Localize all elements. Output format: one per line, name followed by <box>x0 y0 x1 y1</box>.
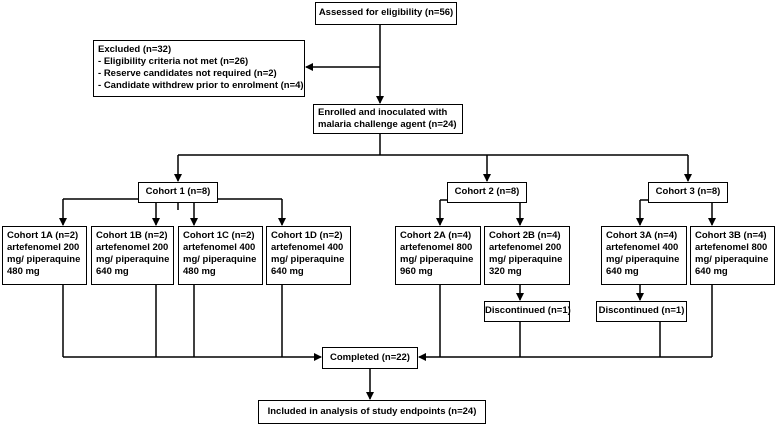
cohort-3b-dose: artefenomel 800 <box>695 242 768 253</box>
cohort-2a-title: Cohort 2A (n=4) <box>400 230 472 241</box>
cohort-3a-box: Cohort 3A (n=4) artefenomel 400 mg/ pipe… <box>601 226 687 285</box>
excluded-title: Excluded (n=32) <box>98 44 172 55</box>
cohort-1a-dose: 480 mg <box>7 266 40 277</box>
cohort-1d-dose: 640 mg <box>271 266 304 277</box>
discontinued-2b-label: Discontinued (n=1) <box>485 305 571 316</box>
cohort-1b-title: Cohort 1B (n=2) <box>96 230 168 241</box>
excluded-box: Excluded (n=32) Eligibility criteria not… <box>93 40 305 97</box>
cohort-2a-dose: artefenomel 800 <box>400 242 473 253</box>
cohort-3a-title: Cohort 3A (n=4) <box>606 230 678 241</box>
cohort-1b-dose: artefenomel 200 <box>96 242 169 253</box>
cohort-2b-dose: 320 mg <box>489 266 522 277</box>
excluded-reason: Reserve candidates not required (n=2) <box>98 68 300 80</box>
cohort-1b-box: Cohort 1B (n=2) artefenomel 200 mg/ pipe… <box>91 226 174 285</box>
cohort-1c-dose: mg/ piperaquine <box>183 254 257 265</box>
analysis-box: Included in analysis of study endpoints … <box>258 400 486 424</box>
cohort-1b-dose: mg/ piperaquine <box>96 254 170 265</box>
cohort-1a-box: Cohort 1A (n=2) artefenomel 200 mg/ pipe… <box>2 226 87 285</box>
excluded-reason: Eligibility criteria not met (n=26) <box>98 56 300 68</box>
cohort-1c-dose: artefenomel 400 <box>183 242 256 253</box>
cohort-1c-dose: 480 mg <box>183 266 216 277</box>
cohort-1d-dose: mg/ piperaquine <box>271 254 345 265</box>
cohort-2b-title: Cohort 2B (n=4) <box>489 230 561 241</box>
cohort-1d-box: Cohort 1D (n=2) artefenomel 400 mg/ pipe… <box>266 226 351 285</box>
cohort2-box: Cohort 2 (n=8) <box>447 182 527 203</box>
cohort-3b-box: Cohort 3B (n=4) artefenomel 800 mg/ pipe… <box>690 226 775 285</box>
cohort1-box: Cohort 1 (n=8) <box>138 182 218 203</box>
cohort-2b-box: Cohort 2B (n=4) artefenomel 200 mg/ pipe… <box>484 226 570 285</box>
analysis-label: Included in analysis of study endpoints … <box>267 406 477 417</box>
cohort-3b-dose: mg/ piperaquine <box>695 254 769 265</box>
cohort-3a-dose: 640 mg <box>606 266 639 277</box>
cohort-1a-title: Cohort 1A (n=2) <box>7 230 79 241</box>
excluded-reason: Candidate withdrew prior to enrolment (n… <box>98 80 304 92</box>
cohort-2b-dose: mg/ piperaquine <box>489 254 563 265</box>
enrolled-box: Enrolled and inoculated with malaria cha… <box>313 104 463 134</box>
cohort-1c-box: Cohort 1C (n=2) artefenomel 400 mg/ pipe… <box>178 226 263 285</box>
cohort-3b-title: Cohort 3B (n=4) <box>695 230 767 241</box>
cohort-2b-dose: artefenomel 200 <box>489 242 562 253</box>
discontinued-3a-label: Discontinued (n=1) <box>598 305 685 316</box>
cohort-2a-dose: mg/ piperaquine <box>400 254 474 265</box>
cohort1-label: Cohort 1 (n=8) <box>145 186 211 197</box>
cohort-1c-title: Cohort 1C (n=2) <box>183 230 255 241</box>
cohort-3a-dose: mg/ piperaquine <box>606 254 680 265</box>
cohort-3b-dose: 640 mg <box>695 266 728 277</box>
discontinued-2b-box: Discontinued (n=1) <box>484 301 571 322</box>
cohort-2a-box: Cohort 2A (n=4) artefenomel 800 mg/ pipe… <box>395 226 481 285</box>
cohort-1a-dose: artefenomel 200 <box>7 242 80 253</box>
completed-box: Completed (n=22) <box>322 347 418 369</box>
cohort-1b-dose: 640 mg <box>96 266 129 277</box>
cohort2-label: Cohort 2 (n=8) <box>454 186 520 197</box>
discontinued-3a-box: Discontinued (n=1) <box>596 301 687 322</box>
enrolled-label-line1: Enrolled and inoculated with <box>318 107 448 118</box>
cohort-1d-title: Cohort 1D (n=2) <box>271 230 343 241</box>
cohort-1d-dose: artefenomel 400 <box>271 242 344 253</box>
assessed-box: Assessed for eligibility (n=56) <box>315 2 457 25</box>
cohort-2a-dose: 960 mg <box>400 266 433 277</box>
cohort-3a-dose: artefenomel 400 <box>606 242 679 253</box>
assessed-label: Assessed for eligibility (n=56) <box>318 7 454 18</box>
enrolled-label-line2: malaria challenge agent (n=24) <box>318 119 457 130</box>
cohort3-box: Cohort 3 (n=8) <box>648 182 728 203</box>
completed-label: Completed (n=22) <box>330 352 410 363</box>
cohort3-label: Cohort 3 (n=8) <box>655 186 721 197</box>
excluded-reasons-list: Eligibility criteria not met (n=26) Rese… <box>98 56 304 92</box>
cohort-1a-dose: mg/ piperaquine <box>7 254 81 265</box>
